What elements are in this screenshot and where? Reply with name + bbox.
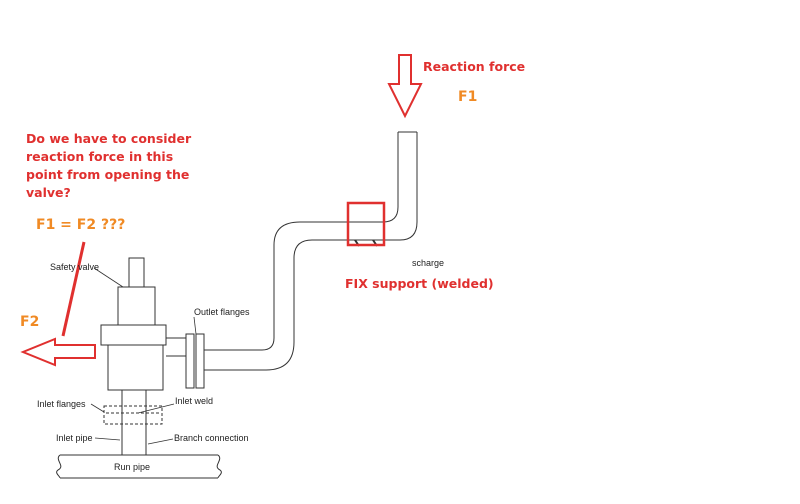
label-outlet-flanges: Outlet flanges <box>194 307 250 317</box>
label-inlet-weld: Inlet weld <box>175 396 213 406</box>
label-safety-valve: Safety valve <box>50 262 99 272</box>
question-pointer-line <box>61 241 86 337</box>
label-branch-connection: Branch connection <box>174 433 249 443</box>
run-pipe <box>56 454 222 479</box>
annotation-reaction-force: Reaction force <box>423 59 525 74</box>
outlet-pipe <box>166 337 266 371</box>
label-run-pipe: Run pipe <box>114 462 150 472</box>
fix-support-box <box>346 201 386 247</box>
safety-valve <box>100 257 167 391</box>
annotation-question-line-1: Do we have to consider <box>26 131 192 146</box>
annotation-f2: F2 <box>20 314 39 330</box>
reaction-force-arrow <box>387 54 423 119</box>
annotation-question-line-3: point from opening the <box>26 167 189 182</box>
outlet-flanges <box>185 333 205 389</box>
f2-arrow <box>20 337 96 367</box>
inlet-pipe <box>121 390 147 455</box>
label-inlet-pipe: Inlet pipe <box>56 433 93 443</box>
label-inlet-flanges: Inlet flanges <box>37 399 86 409</box>
annotation-f1: F1 <box>458 89 477 105</box>
annotation-question-line-4: valve? <box>26 185 71 200</box>
leader-lines <box>90 267 197 445</box>
inlet-flanges-box <box>103 405 163 425</box>
discharge-pipe <box>261 131 418 371</box>
annotation-equation: F1 = F2 ??? <box>36 217 125 233</box>
label-discharge: scharge <box>412 258 444 268</box>
annotation-question-line-2: reaction force in this <box>26 149 173 164</box>
annotation-fix-support: FIX support (welded) <box>345 276 494 291</box>
